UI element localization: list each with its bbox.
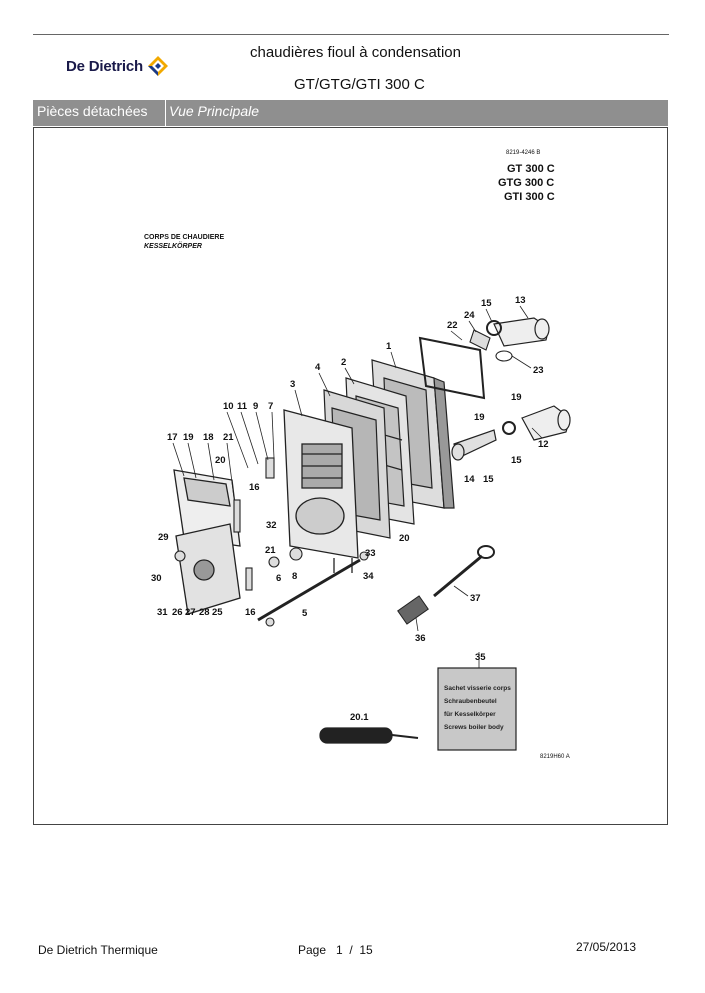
callout-18: 18 bbox=[203, 432, 214, 443]
callout-23: 23 bbox=[533, 365, 544, 376]
callout-15c: 15 bbox=[483, 474, 494, 485]
callout-20a: 20 bbox=[215, 455, 226, 466]
callout-21b: 21 bbox=[265, 545, 276, 556]
callout-14: 14 bbox=[464, 474, 475, 485]
callout-33: 33 bbox=[365, 548, 376, 559]
exploded-view-drawing: 8219-4246 B GT 300 C GTG 300 C GTI 300 C… bbox=[144, 150, 571, 760]
footer-date: 27/05/2013 bbox=[576, 940, 637, 954]
sealant-tube bbox=[319, 727, 419, 744]
heading-de: KESSELKÖRPER bbox=[144, 241, 202, 250]
rear-gasket bbox=[418, 336, 486, 400]
door-cover bbox=[175, 523, 241, 615]
boiler-front-section bbox=[283, 409, 359, 573]
drawing-frame: 8219-4246 B GT 300 C GTG 300 C GTI 300 C… bbox=[33, 127, 668, 825]
callout-36: 36 bbox=[415, 633, 426, 644]
cleaning-tool bbox=[433, 545, 495, 598]
callout-9: 9 bbox=[253, 401, 258, 412]
callout-17: 17 bbox=[167, 432, 178, 443]
heading-fr: CORPS DE CHAUDIERE bbox=[144, 234, 224, 241]
model-1: GT 300 C bbox=[507, 163, 555, 175]
callout-22: 22 bbox=[447, 320, 458, 331]
bag-line-2: Schraubenbeutel bbox=[444, 698, 497, 705]
lower-pipe bbox=[521, 405, 571, 441]
small-parts bbox=[174, 320, 516, 627]
brush bbox=[397, 595, 429, 625]
callout-32: 32 bbox=[266, 520, 277, 531]
brand-name: De Dietrich bbox=[66, 57, 143, 75]
model-2: GTG 300 C bbox=[498, 177, 554, 189]
callouts: 1 2 3 4 5 6 7 8 9 10 11 12 13 14 15 15 1… bbox=[151, 295, 549, 723]
callout-25: 25 bbox=[212, 607, 223, 618]
callout-1: 1 bbox=[386, 341, 392, 352]
callout-19c: 19 bbox=[511, 392, 522, 403]
callout-21a: 21 bbox=[223, 432, 234, 443]
callout-34: 34 bbox=[363, 571, 374, 582]
footer-company: De Dietrich Thermique bbox=[38, 943, 158, 957]
callout-12: 12 bbox=[538, 439, 549, 450]
callout-16a: 16 bbox=[249, 482, 260, 493]
callout-20-1: 20.1 bbox=[350, 712, 369, 723]
callout-15b: 15 bbox=[511, 455, 522, 466]
brand-logo: De Dietrich bbox=[66, 55, 169, 77]
callout-30: 30 bbox=[151, 573, 162, 584]
document-title: chaudières fioul à condensation bbox=[250, 44, 461, 61]
flue-outlet-pipe bbox=[493, 317, 550, 347]
callout-10: 10 bbox=[223, 401, 234, 412]
callout-5: 5 bbox=[302, 608, 308, 619]
callout-37: 37 bbox=[470, 593, 481, 604]
callout-4: 4 bbox=[315, 362, 321, 373]
callout-28: 28 bbox=[199, 607, 210, 618]
callout-15a: 15 bbox=[481, 298, 492, 309]
callout-3: 3 bbox=[290, 379, 295, 390]
footer-page: Page 1 / 15 bbox=[298, 943, 373, 957]
callout-19b: 19 bbox=[474, 412, 485, 423]
bottom-reference: 8219H60 A bbox=[540, 754, 570, 760]
diamond-logo-icon bbox=[148, 56, 168, 76]
bag-line-4: Screws boiler body bbox=[444, 724, 504, 731]
drawing-reference: 8219-4246 B bbox=[506, 150, 540, 156]
callout-19a: 19 bbox=[183, 432, 194, 443]
callout-35: 35 bbox=[475, 652, 486, 663]
callout-8: 8 bbox=[292, 571, 297, 582]
tab-view: Vue Principale bbox=[169, 103, 260, 119]
callout-6: 6 bbox=[276, 573, 281, 584]
tie-rod bbox=[257, 558, 361, 622]
callout-26: 26 bbox=[172, 607, 183, 618]
callout-31: 31 bbox=[157, 607, 168, 618]
callout-7: 7 bbox=[268, 401, 273, 412]
leader-lines bbox=[172, 305, 543, 668]
callout-29: 29 bbox=[158, 532, 169, 543]
section-bar: Pièces détachées Vue Principale bbox=[33, 100, 668, 126]
callout-20b: 20 bbox=[399, 533, 410, 544]
model-3: GTI 300 C bbox=[504, 191, 555, 203]
callout-27: 27 bbox=[185, 607, 196, 618]
tab-section: Pièces détachées bbox=[33, 100, 166, 126]
burner-tube bbox=[451, 429, 497, 461]
callout-2: 2 bbox=[341, 357, 346, 368]
callout-11: 11 bbox=[237, 401, 248, 412]
bag-line-3: für Kesselkörper bbox=[444, 711, 496, 718]
bag-line-1: Sachet visserie corps bbox=[444, 685, 511, 692]
document-subtitle: GT/GTG/GTI 300 C bbox=[294, 76, 425, 93]
screw-bag: Sachet visserie corps Schraubenbeutel fü… bbox=[437, 667, 517, 751]
callout-13: 13 bbox=[515, 295, 526, 306]
callout-24: 24 bbox=[464, 310, 475, 321]
callout-16b: 16 bbox=[245, 607, 256, 618]
top-rule bbox=[33, 34, 669, 35]
